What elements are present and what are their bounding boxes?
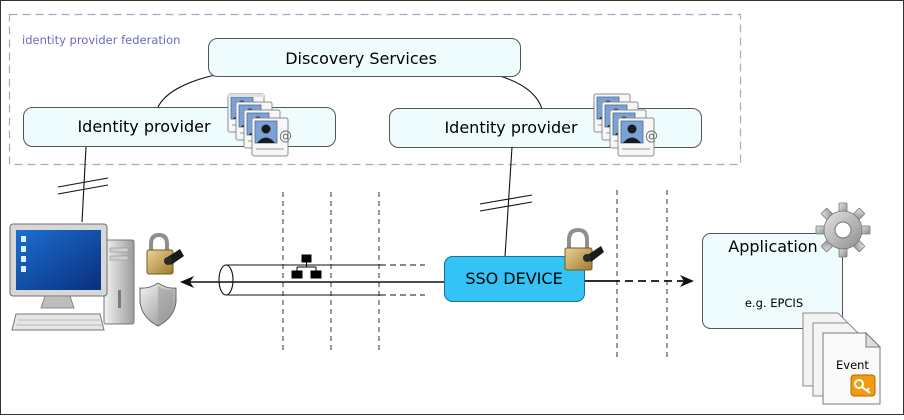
federation-label: identity provider federation <box>22 33 180 47</box>
arrow-to-application <box>584 275 694 287</box>
application-box: Application e.g. EPCIS <box>702 233 843 329</box>
sso-device-box: SSO DEVICE <box>444 256 585 302</box>
identity-provider-right-label: Identity provider <box>444 118 577 137</box>
network-icon <box>291 254 322 279</box>
discovery-services-box: Discovery Services <box>208 38 521 77</box>
connector-discovery-left <box>157 74 216 108</box>
channel-separators <box>282 190 668 358</box>
application-title: Application <box>728 237 817 256</box>
link-right-idp <box>479 146 533 258</box>
discovery-services-label: Discovery Services <box>285 49 437 68</box>
contact-cards-icon <box>227 93 293 157</box>
connector-discovery-right <box>499 75 543 110</box>
secure-channel-tube <box>218 264 425 296</box>
padlock-icon <box>146 232 184 275</box>
sso-device-label: SSO DEVICE <box>465 269 562 288</box>
link-left-idp <box>57 146 109 223</box>
desktop-computer-icon <box>9 223 135 331</box>
shield-icon <box>139 282 177 327</box>
event-label: Event <box>836 358 869 372</box>
key-icon <box>850 374 876 397</box>
arrow-to-client <box>180 276 444 288</box>
application-subtitle: e.g. EPCIS <box>745 296 803 310</box>
federation-region <box>8 13 742 166</box>
padlock-icon <box>564 227 604 271</box>
gear-icon <box>815 202 871 258</box>
identity-provider-left-label: Identity provider <box>77 117 210 136</box>
